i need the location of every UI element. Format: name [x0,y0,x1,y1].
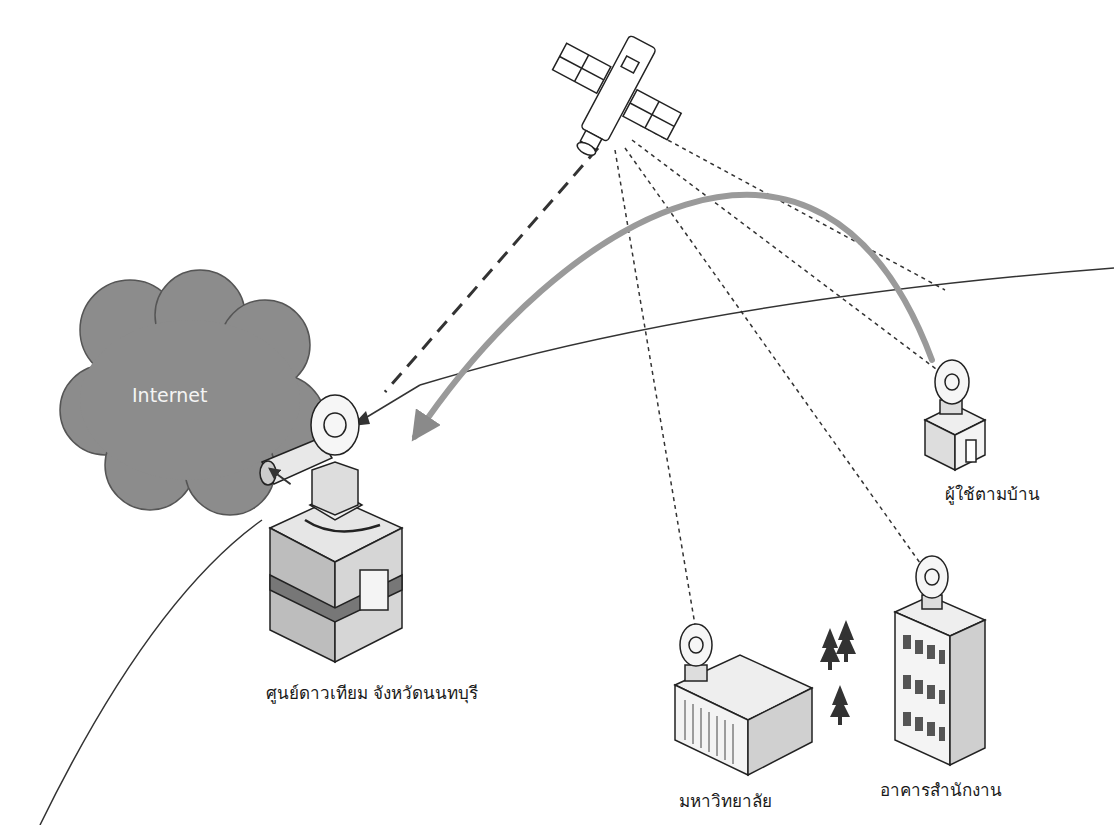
home-house [925,360,985,470]
office-node: อาคารสำนักงาน [893,560,988,768]
node-label: Internet [132,384,207,406]
cloud-node: Internet [70,285,270,505]
signal-line [362,385,420,420]
label-holder: ศูนย์ดาวเทียม จังหวัดนนทบุรี [266,679,478,706]
office-building [895,556,985,765]
node-label: อาคารสำนักงาน [880,780,1002,800]
satellite-beam [615,150,695,625]
trees [820,620,856,725]
earth-horizon [40,520,262,825]
university-building [675,624,812,775]
label-holder: ผู้ใช้ตามบ้าน [945,480,1040,507]
uplink-curve [415,195,932,437]
node-label: มหาวิทยาลัย [679,791,772,811]
university-node: มหาวิทยาลัย [670,622,820,777]
label-holder: อาคารสำนักงาน [880,776,1002,803]
node-label: ศูนย์ดาวเทียม จังหวัดนนทบุรี [266,683,478,703]
earth-horizon [420,268,1114,385]
home-node: ผู้ใช้ตามบ้าน [915,360,990,470]
ground-station-node: ศูนย์ดาวเทียม จังหวัดนนทบุรี [290,395,415,665]
ground-station [260,395,402,662]
satellite [525,11,702,185]
internet-link [270,469,290,484]
label-holder: Internet [132,384,207,406]
label-holder: มหาวิทยาลัย [679,787,772,814]
satellite-beam [632,140,940,372]
node-label: ผู้ใช้ตามบ้าน [945,484,1040,504]
